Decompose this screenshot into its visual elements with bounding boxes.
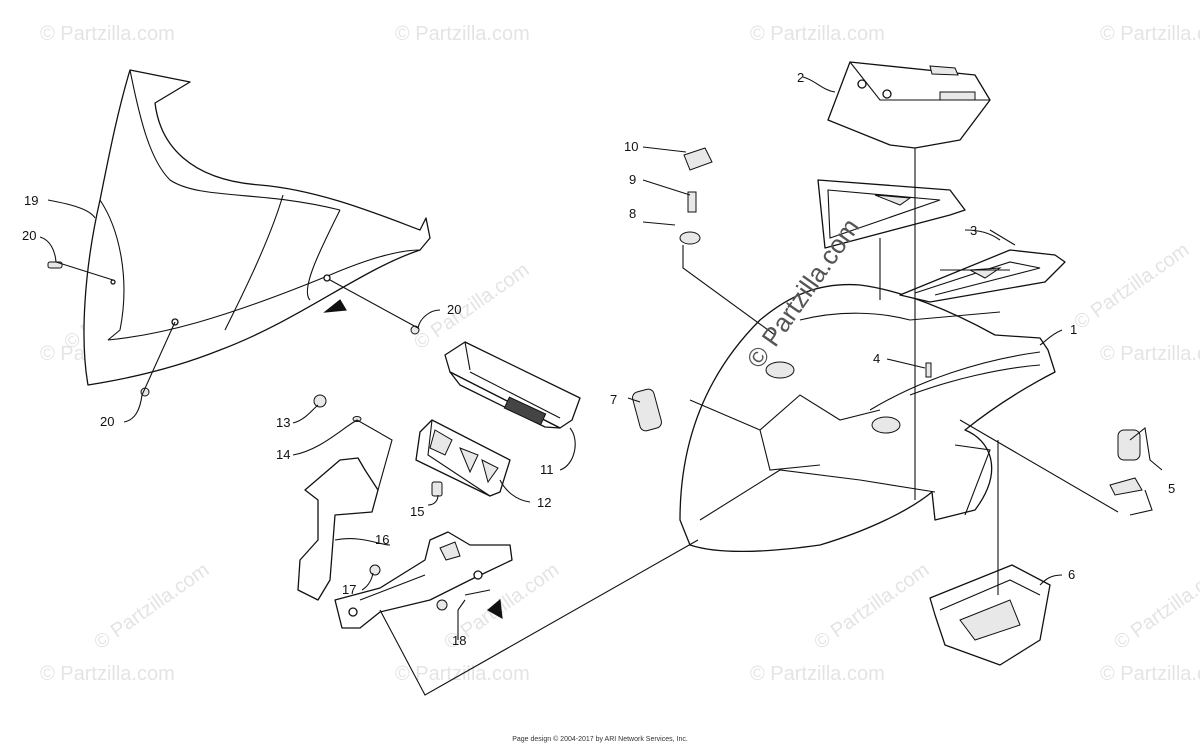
part-display-module bbox=[444, 341, 581, 429]
watermark: © Partzilla.com bbox=[1100, 343, 1200, 365]
callout-14: 14 bbox=[276, 447, 290, 462]
callout-5: 5 bbox=[1168, 481, 1175, 496]
callout-2: 2 bbox=[797, 70, 804, 85]
watermark: © Partzilla.com bbox=[1100, 663, 1200, 685]
watermark: © Partzilla.com bbox=[395, 23, 530, 45]
watermark: © Partzilla.com bbox=[810, 559, 933, 654]
part-frame-lower bbox=[899, 249, 1066, 303]
callout-15: 15 bbox=[410, 504, 424, 519]
callout-19: 19 bbox=[24, 193, 38, 208]
watermark: © Partzilla.com bbox=[1070, 239, 1193, 334]
part-storage-top bbox=[827, 61, 991, 149]
callout-8: 8 bbox=[629, 206, 636, 221]
watermark: © Partzilla.com bbox=[40, 23, 175, 45]
watermark: © Partzilla.com bbox=[750, 663, 885, 685]
callout-1: 1 bbox=[1070, 322, 1077, 337]
part-hood bbox=[679, 283, 1056, 553]
watermark: © Partzilla.com bbox=[1110, 559, 1200, 654]
callout-12: 12 bbox=[537, 495, 551, 510]
watermark: © Partzilla.com bbox=[410, 259, 533, 354]
callout-18: 18 bbox=[452, 633, 466, 648]
callout-9: 9 bbox=[629, 172, 636, 187]
callout-labels: 2 3 1 4 5 6 7 8 9 10 11 12 13 14 15 16 1… bbox=[22, 70, 1175, 648]
callout-7: 7 bbox=[610, 392, 617, 407]
callout-17: 17 bbox=[342, 582, 356, 597]
leader-lines bbox=[39, 76, 1163, 696]
part-mount-bracket bbox=[297, 457, 513, 629]
part-fasteners bbox=[313, 394, 448, 611]
part-windshield bbox=[83, 69, 431, 386]
callout-13: 13 bbox=[276, 415, 290, 430]
part-small-components bbox=[632, 147, 1143, 666]
callout-6: 6 bbox=[1068, 567, 1075, 582]
page-footer: Page design © 2004-2017 by ARI Network S… bbox=[512, 736, 688, 743]
watermark: © Partzilla.com bbox=[1100, 23, 1200, 45]
callout-20: 20 bbox=[100, 414, 114, 429]
watermark: © Partzilla.com bbox=[750, 23, 885, 45]
callout-11: 11 bbox=[540, 462, 554, 477]
watermark: © Partzilla.com bbox=[40, 663, 175, 685]
watermark: © Partzilla.com bbox=[90, 559, 213, 654]
part-bracket-box bbox=[415, 419, 511, 497]
callout-4: 4 bbox=[873, 351, 880, 366]
callout-20: 20 bbox=[447, 302, 461, 317]
callout-10: 10 bbox=[624, 139, 638, 154]
part-frame-upper bbox=[817, 179, 966, 249]
callout-16: 16 bbox=[375, 532, 389, 547]
callout-3: 3 bbox=[970, 223, 977, 238]
callout-20: 20 bbox=[22, 228, 36, 243]
